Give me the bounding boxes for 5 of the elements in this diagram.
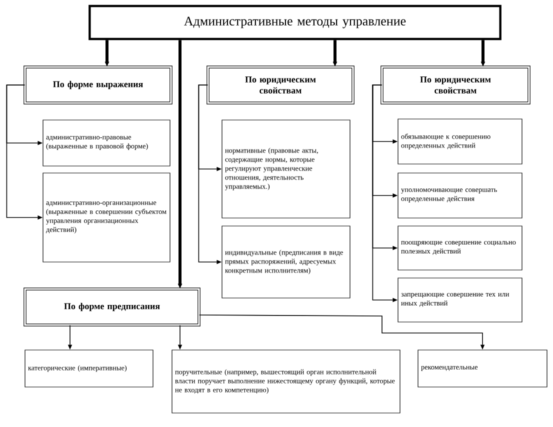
- category-box: По форме предписания: [24, 288, 200, 326]
- title-box: Административные методы управление: [88, 4, 502, 40]
- category-box: По форме выражения: [24, 66, 172, 104]
- category-box: По юридическим свойствам: [380, 66, 530, 104]
- category-box: По юридическим свойствам: [206, 66, 354, 104]
